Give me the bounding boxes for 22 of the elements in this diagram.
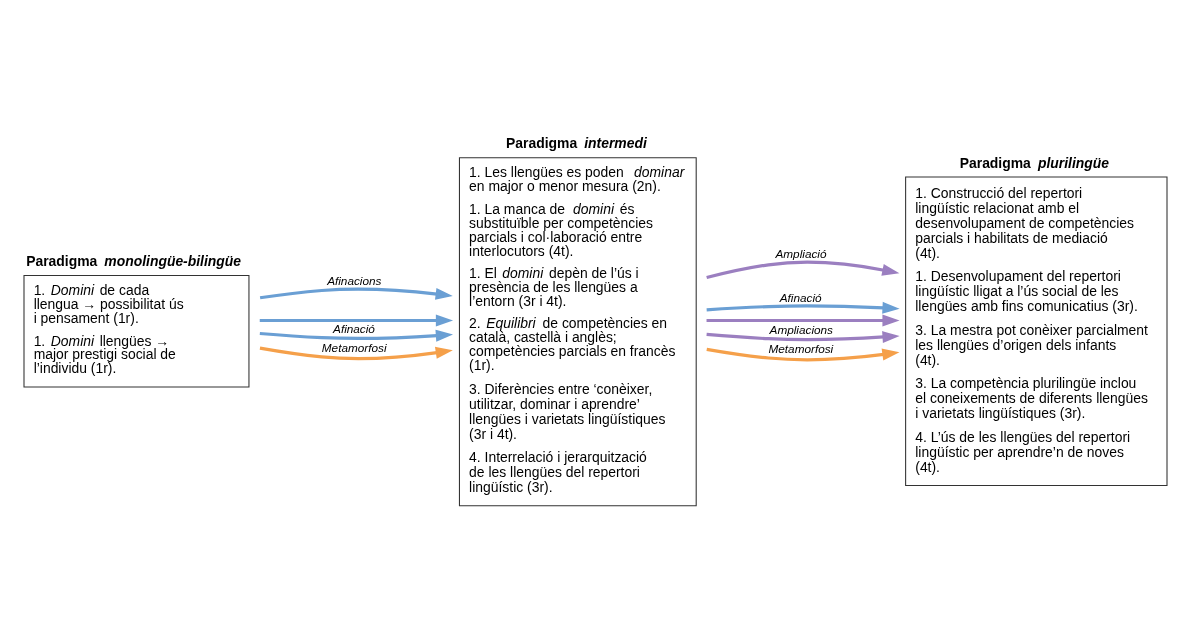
arrow [706, 314, 900, 326]
arrow [259, 287, 453, 300]
node-label: Paradigma intermedi [506, 134, 647, 151]
arrow [706, 301, 900, 314]
arrow [259, 314, 454, 326]
edge-label: Ampliació [775, 246, 827, 260]
node-box: 1. Construcció del repertori lingüístic relacionat amb el desenvolupament de competències parcials i habilitats de mediació (4t). 1. Desenvolupament del repertori lingüístic lligat a l’ús social de les llengües amb fins comunicatius (3r). 3. La mestra pot conèixer parcialment les llengües d’origen dels infants (4t). 3. La competència plurilingüe inclou el coneixements de diferents llengües i varietats lingüístiques (3r). 4. L’ús de les llengües del repertori lingüístic per aprendre’n de noves (4t). [905, 175, 1168, 486]
edge-label: Ampliacions [769, 322, 834, 336]
arrow [706, 330, 900, 343]
edge-label: Metamorfosi [321, 340, 387, 354]
arrow [259, 346, 453, 360]
node-label: Paradigma plurilingüe [959, 154, 1109, 171]
edge-label: Afinació [779, 290, 822, 304]
edge-label: Metamorfosi [768, 341, 834, 355]
arrow [706, 347, 900, 361]
edge-label: Afinació [333, 321, 375, 335]
arrow [259, 329, 453, 342]
node-box: 1. Les llengües es poden dominar en major o menor mesura (2n). 1. La manca de domini és substituïble per competències parcials i col·laboració entre interlocutors (4t). 1. El domini depèn de l’ús i presència de les llengües a l’entorn (3r i 4t). 2. Equilibri de competències en català, castellà i anglès; competències parcials en francès (1r). 3. Diferències entre ‘conèixer, utilitzar, dominar i aprendre’ llengües i varietats lingüístiques (3r i 4t). 4. Interrelació i jerarquització de les llengües del repertori lingüístic (3r). [458, 156, 697, 506]
arrow [706, 260, 900, 279]
edge-label: Afinacions [327, 273, 382, 287]
node-label: Paradigma monolingüe-bilingüe [26, 252, 242, 269]
node-box: 1. Domini de cada llengua → possibilitat ús i pensament (1r). 1. Domini llengües → major prestigi social de l’individu (1r). [23, 274, 250, 387]
